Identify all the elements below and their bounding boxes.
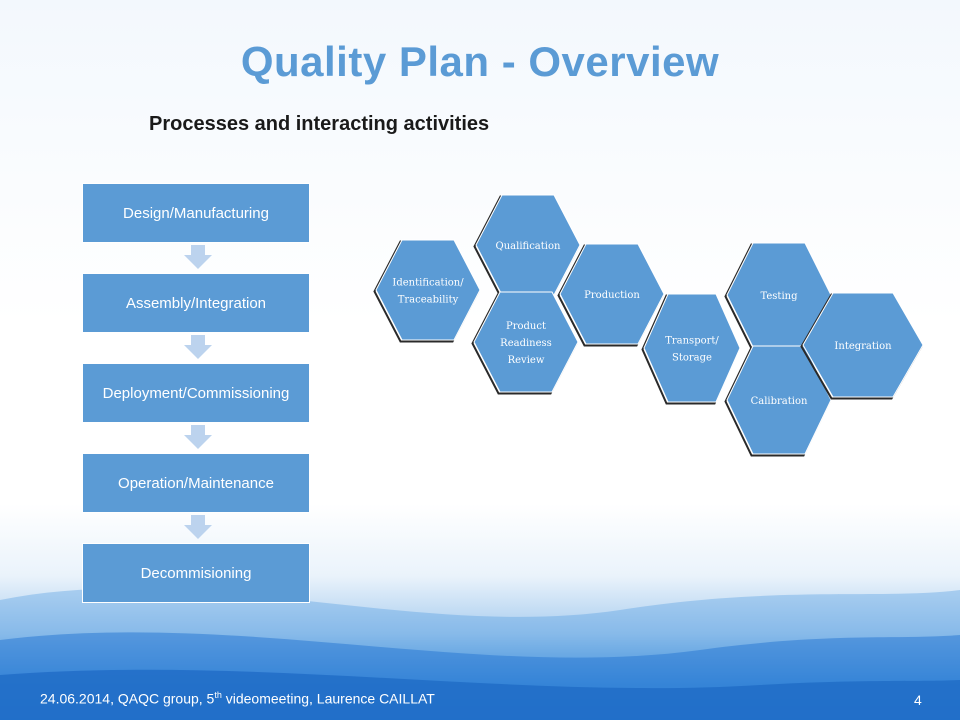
hexagon-label: Storage — [672, 352, 712, 363]
activity-hexagon-calibration: Calibration — [724, 345, 832, 457]
hexagon-label: Integration — [834, 341, 892, 352]
hexagon-label: Production — [584, 290, 640, 301]
footer-prefix: 24.06.2014, QAQC group, 5 — [40, 690, 215, 707]
hexagon-label: Product — [506, 321, 546, 332]
hexagon-shape — [643, 293, 741, 403]
hexagon-shape — [726, 345, 832, 455]
process-step-decommisioning: Decommisioning — [82, 543, 310, 603]
process-step-deployment-commissioning: Deployment/Commissioning — [82, 363, 310, 423]
footer-text: 24.06.2014, QAQC group, 5th videomeeting… — [40, 690, 435, 707]
process-step-assembly-integration: Assembly/Integration — [82, 273, 310, 333]
activity-hexagon-production: Production — [557, 243, 665, 347]
hexagon-label: Review — [508, 355, 545, 366]
hexagon-label: Transport/ — [665, 335, 719, 346]
activity-hexagon-integration: Integration — [800, 292, 924, 400]
down-arrow-icon — [184, 515, 212, 539]
down-arrow-icon — [184, 245, 212, 269]
slide-subtitle: Processes and interacting activities — [149, 113, 490, 135]
hexagon-label: Qualification — [496, 241, 561, 252]
hexagon-label: Calibration — [751, 396, 808, 407]
footer-suffix: videomeeting, Laurence CAILLAT — [221, 690, 435, 707]
process-step-design-manufacturing: Design/Manufacturing — [82, 183, 310, 243]
slide-title: Quality Plan - Overview — [240, 38, 720, 85]
process-step-operation-maintenance: Operation/Maintenance — [82, 453, 310, 513]
down-arrow-icon — [184, 425, 212, 449]
activity-hexagon-transport-storage: Transport/Storage — [641, 293, 741, 405]
hexagon-shape — [559, 243, 665, 345]
hexagon-shape — [473, 291, 579, 393]
hexagon-shape — [802, 292, 924, 398]
down-arrow-icon — [184, 335, 212, 359]
hexagon-label: Readiness — [500, 338, 552, 349]
activity-hexagon-qualification: Qualification — [473, 194, 581, 298]
hexagon-shape — [375, 239, 481, 341]
hexagon-label: Identification/ — [392, 277, 464, 288]
page-number: 4 — [914, 692, 922, 708]
activity-hexagon-identification: Identification/Traceability — [373, 239, 481, 343]
hexagon-label: Testing — [760, 291, 798, 302]
hexagon-label: Traceability — [398, 294, 459, 305]
footer-superscript: th — [214, 690, 222, 700]
